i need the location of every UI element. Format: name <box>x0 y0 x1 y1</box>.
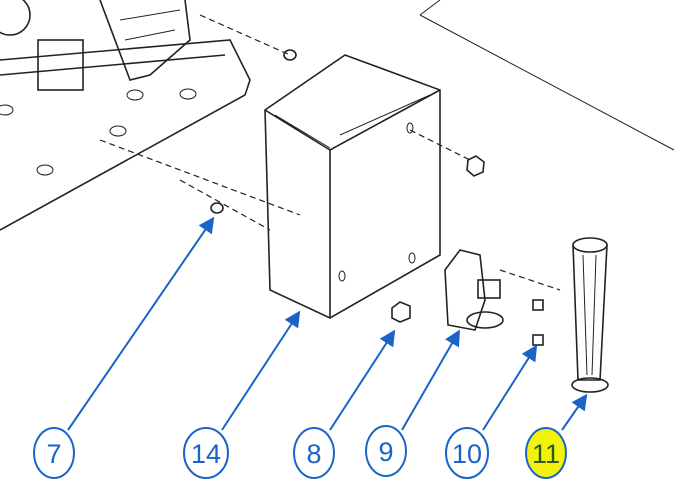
callout-11-highlighted: 11 <box>525 427 567 479</box>
washer <box>283 49 297 61</box>
base-plate <box>0 0 251 231</box>
nut-8 <box>391 301 411 323</box>
callout-label: 8 <box>306 439 321 469</box>
callout-label: 10 <box>452 439 482 469</box>
post-part <box>571 237 609 393</box>
screw <box>532 299 544 311</box>
callout-8: 8 <box>293 427 335 479</box>
nut-top <box>466 155 485 177</box>
callout-14: 14 <box>183 427 229 479</box>
callout-label: 11 <box>532 439 560 469</box>
callout-10: 10 <box>445 427 489 479</box>
callout-label: 9 <box>378 437 393 467</box>
bracket <box>444 249 504 331</box>
callout-7: 7 <box>33 427 75 479</box>
callout-label: 7 <box>46 439 61 469</box>
enclosure-box <box>264 54 441 319</box>
screw-10 <box>532 334 544 346</box>
washer-7 <box>210 202 224 214</box>
callout-9: 9 <box>365 425 407 477</box>
callout-label: 14 <box>191 439 221 469</box>
